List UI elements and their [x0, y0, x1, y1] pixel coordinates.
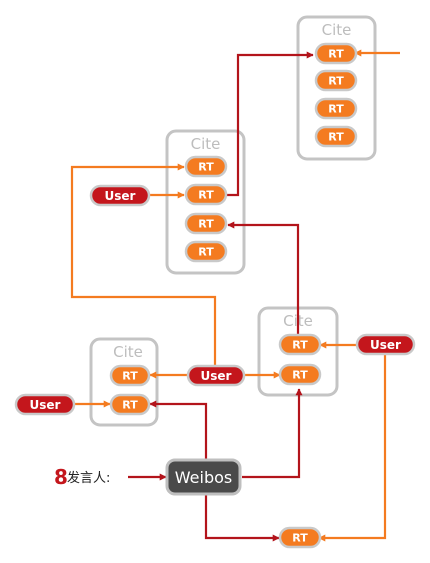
arrow-middle-rt-to-top-rt — [225, 51, 314, 197]
arrow-weibos-to-right-rt — [242, 388, 303, 479]
rt-node: RT — [109, 393, 151, 416]
user-label: User — [201, 369, 232, 383]
user-node: User — [14, 393, 76, 416]
speaker-label: 发言人: — [67, 470, 110, 486]
rt-label: RT — [198, 189, 214, 202]
rt-label: RT — [328, 75, 344, 88]
rt-label: RT — [198, 161, 214, 174]
arrow-right-user-to-bottom-rt — [318, 354, 387, 542]
rt-node: RT — [314, 42, 358, 65]
cite-label: Cite — [113, 343, 143, 361]
arrow-right-rt-to-middle-rt — [227, 221, 300, 334]
rt-label: RT — [328, 103, 344, 116]
person-icon: 8 — [54, 465, 68, 489]
rt-node: RT — [278, 363, 322, 386]
rt-label: RT — [198, 218, 214, 231]
rt-node: RT — [314, 69, 358, 92]
rt-label: RT — [122, 399, 138, 412]
rt-node: RT — [184, 183, 228, 206]
rt-label: RT — [328, 48, 344, 61]
rt-node: RT — [184, 240, 228, 263]
user-node: User — [89, 184, 151, 207]
user-label: User — [370, 338, 401, 352]
rt-node: RT — [184, 212, 228, 235]
rt-label: RT — [328, 131, 344, 144]
rt-label: RT — [122, 370, 138, 383]
rt-node: RT — [314, 125, 358, 148]
speaker-label-group: 8 发言人: — [54, 465, 110, 489]
user-node: User — [355, 333, 416, 356]
rt-node: RT — [184, 155, 228, 178]
rt-node: RT — [278, 333, 322, 356]
rt-label: RT — [292, 532, 308, 545]
rt-label: RT — [198, 246, 214, 259]
weibos-node: Weibos — [165, 458, 242, 496]
cite-label: Cite — [322, 21, 352, 39]
rt-node: RT — [278, 526, 322, 549]
user-label: User — [105, 189, 136, 203]
arrow-weibos-to-bottom-rt — [204, 492, 280, 542]
user-node: User — [186, 364, 246, 387]
arrow-user-loop-to-middle-rt — [70, 163, 217, 368]
rt-label: RT — [292, 339, 308, 352]
cite-label: Cite — [191, 135, 221, 153]
rt-node: RT — [109, 364, 151, 387]
user-label: User — [30, 398, 61, 412]
rt-label: RT — [292, 369, 308, 382]
arrow-weibos-to-left-rt — [149, 400, 208, 462]
rt-node: RT — [314, 97, 358, 120]
weibos-label: Weibos — [175, 468, 232, 487]
